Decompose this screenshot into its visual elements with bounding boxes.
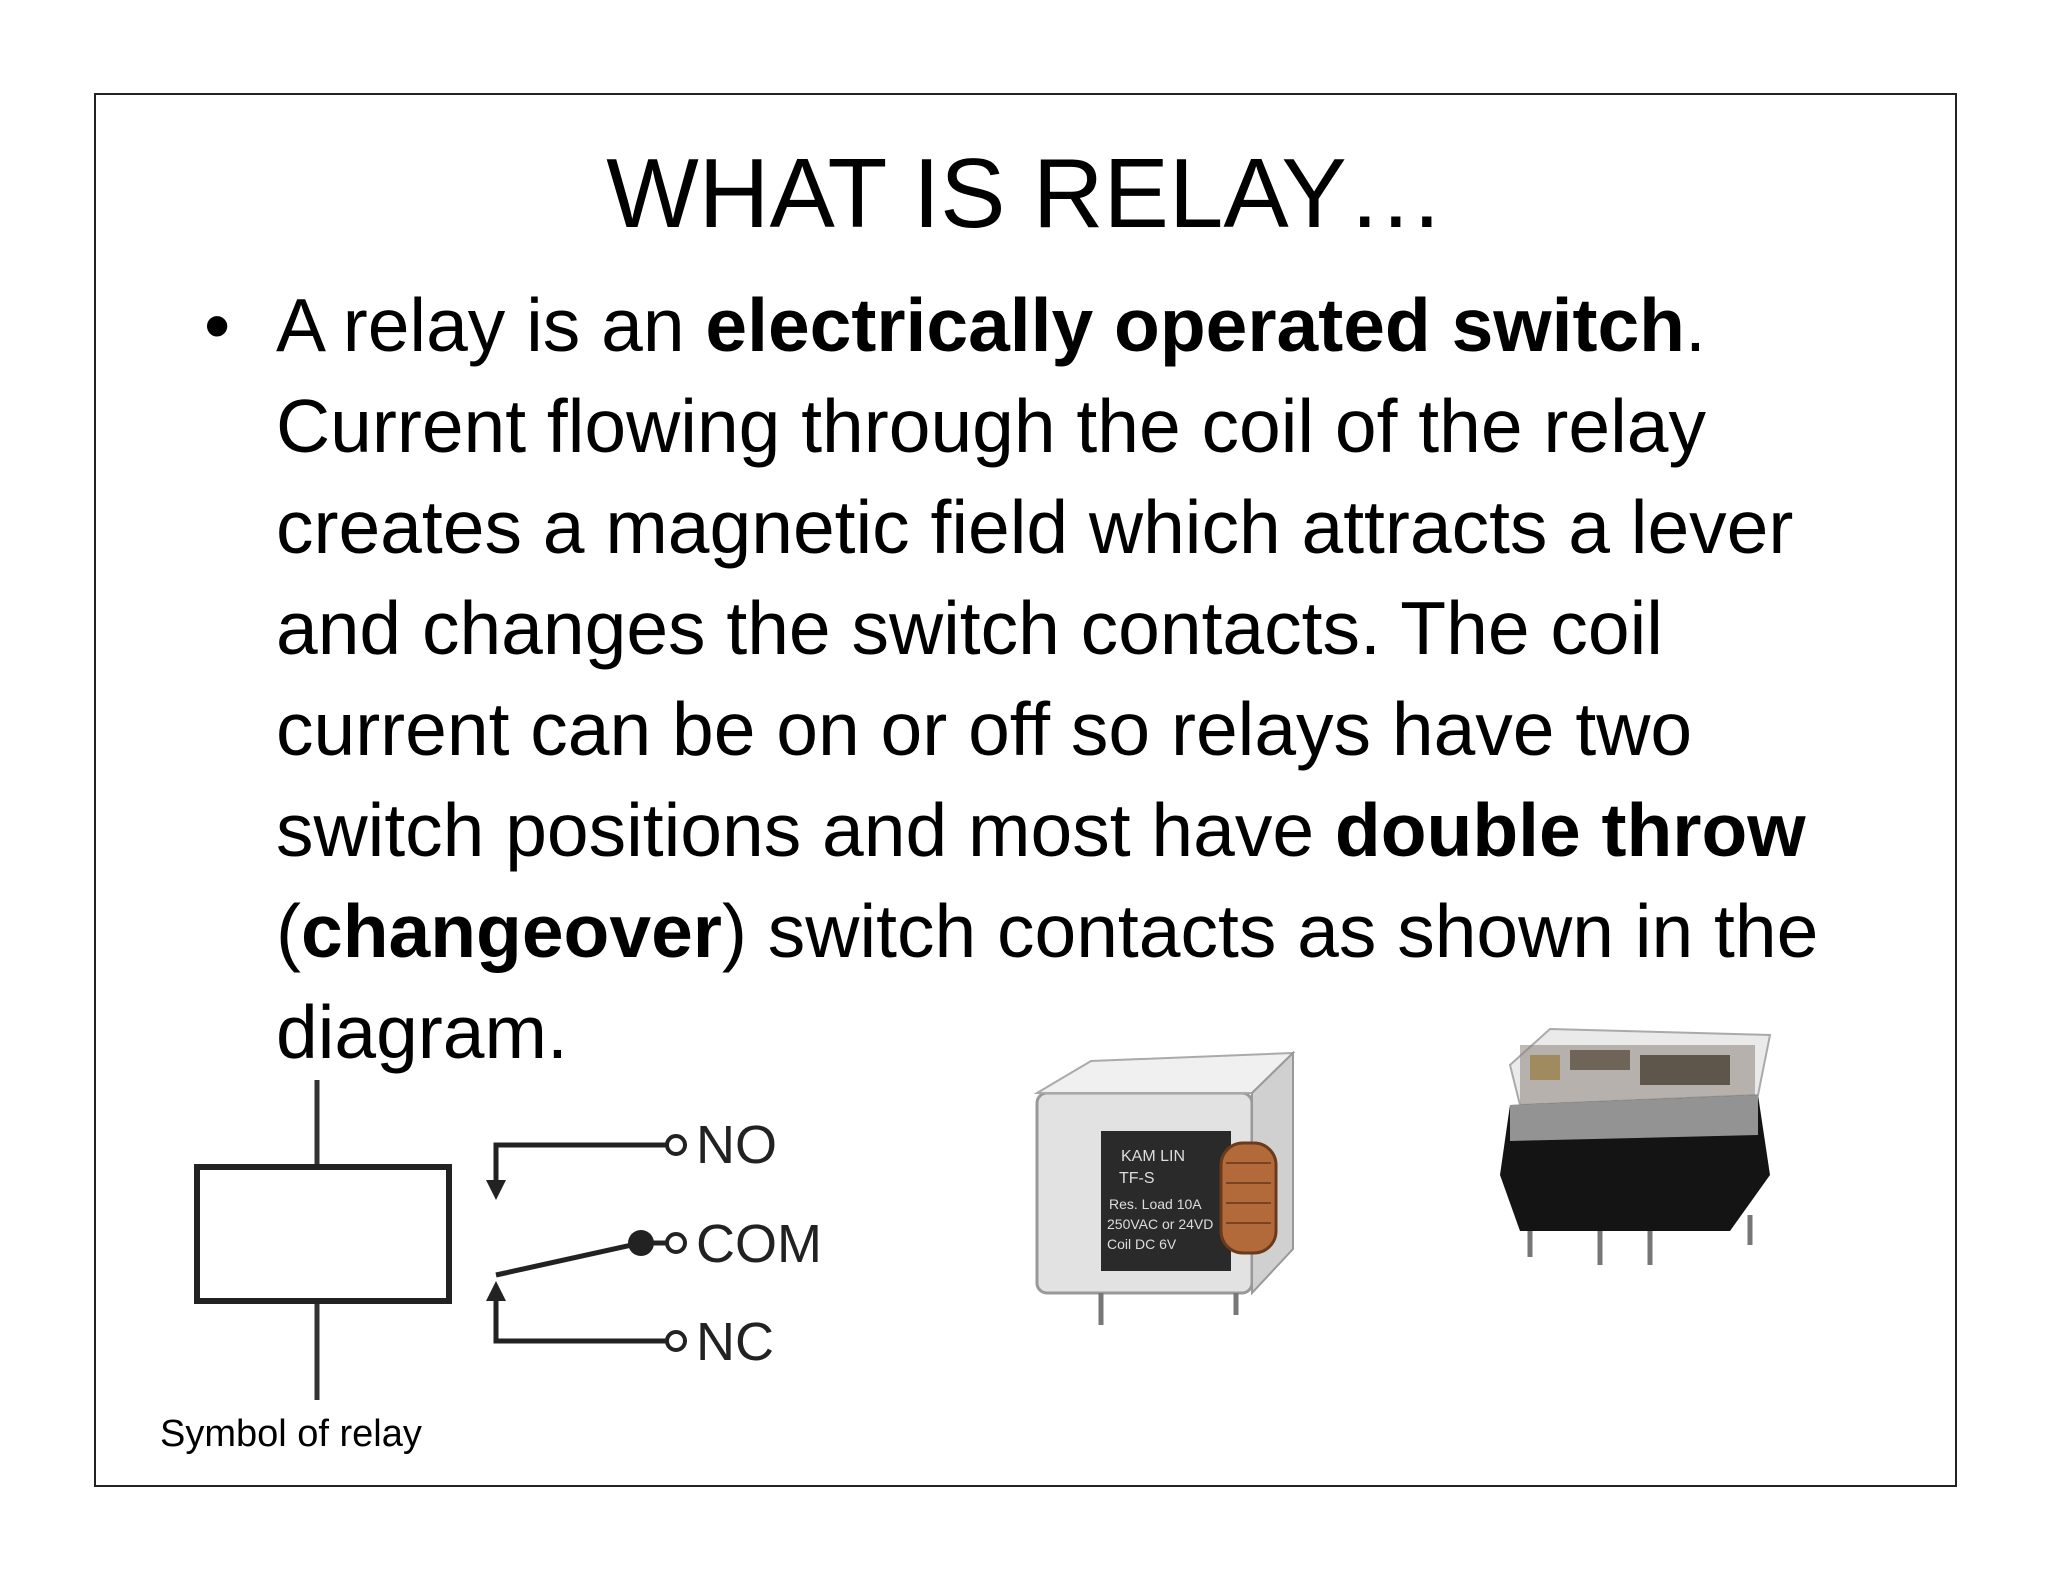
body-text: • A relay is an electrically operated sw… (204, 275, 1916, 1083)
no-arrow (486, 1180, 506, 1200)
bold-term: electrically operated switch (705, 283, 1685, 367)
relay-marking-4: 250VAC or 24VD (1107, 1216, 1213, 1232)
no-label: NO (696, 1115, 777, 1175)
relay-marking-1: KAM LIN (1121, 1148, 1185, 1165)
relay-photo-black-base (1500, 1027, 1772, 1265)
relay-coil (1219, 1141, 1278, 1255)
slide: WHAT IS RELAY… • A relay is an electrica… (94, 93, 1957, 1487)
nc-arrow (486, 1281, 506, 1301)
com-terminal (665, 1232, 687, 1254)
nc-terminal (665, 1330, 687, 1352)
nc-label: NC (696, 1312, 774, 1372)
bullet-marker: • (204, 283, 231, 367)
relay-marking-2: TF-S (1119, 1170, 1155, 1187)
bold-term: changeover (300, 889, 722, 973)
text-run: A relay is an (276, 283, 706, 367)
bold-term: double throw (1334, 788, 1806, 872)
symbol-caption: Symbol of relay (160, 1413, 422, 1455)
slide-title: WHAT IS RELAY… (606, 138, 1445, 248)
bullet-paragraph: A relay is an electrically operated swit… (276, 283, 1818, 1074)
com-lever (495, 1240, 642, 1278)
coil-rectangle (194, 1164, 452, 1304)
relay-photo-clear: KAM LIN TF-S Res. Load 10A 250VAC or 24V… (1033, 1050, 1296, 1325)
text-run: . Current flowing through the coil of th… (276, 283, 1794, 872)
text-run: ( (276, 889, 301, 973)
text-run: ) switch contacts as shown in the diagra… (276, 889, 1819, 1074)
relay-marking-5: Coil DC 6V (1107, 1236, 1177, 1252)
nc-contact-line (493, 1301, 666, 1344)
relay-symbol-diagram: NO COM NC KAM LIN TF-S Res. Load 10A 250… (194, 1027, 1772, 1400)
no-terminal (665, 1134, 687, 1156)
no-contact-line (493, 1142, 666, 1150)
relay-marking-3: Res. Load 10A (1109, 1196, 1202, 1212)
com-label: COM (696, 1214, 822, 1274)
